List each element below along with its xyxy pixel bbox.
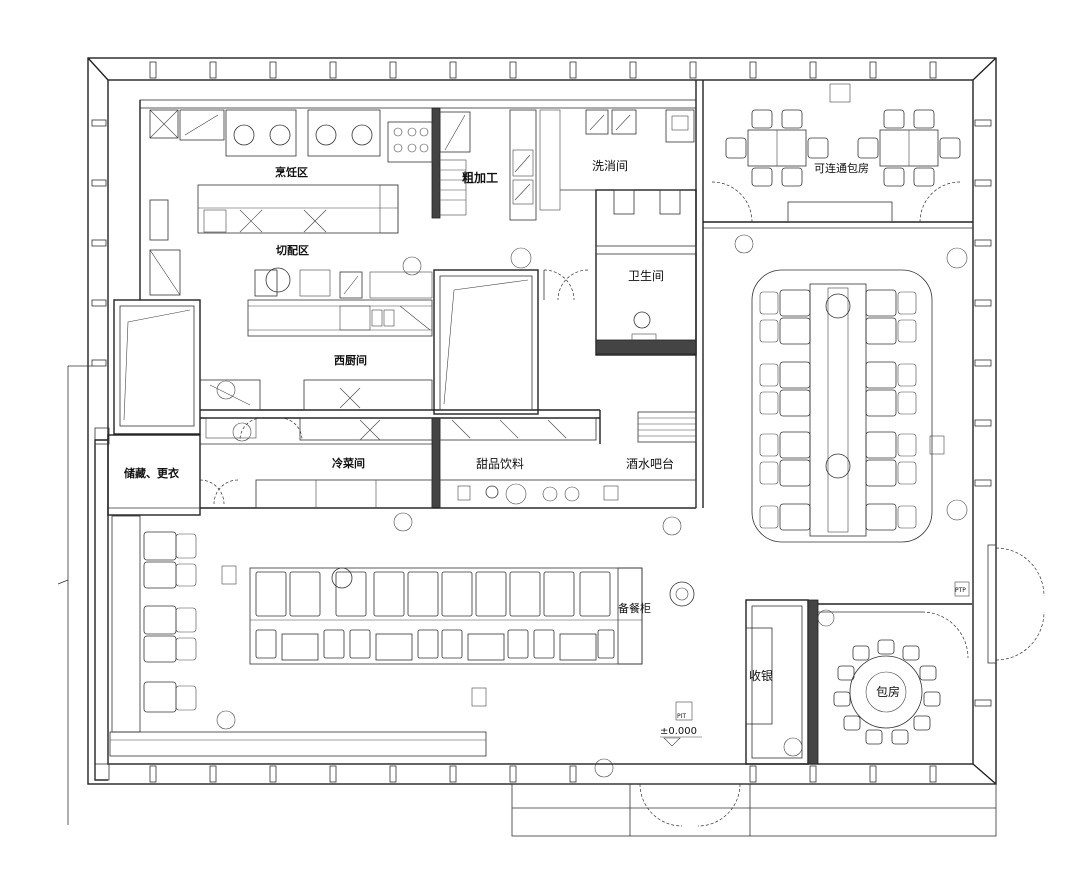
cooking-equipment	[149, 109, 433, 296]
label-storage: 储藏、更衣	[124, 466, 180, 480]
label-prep: 切配区	[276, 243, 309, 257]
label-private-room: 包房	[876, 684, 900, 699]
marks: ±0.000 PIT PTP	[660, 587, 966, 738]
label-toilet: 卫生间	[628, 269, 664, 283]
label-rough: 粗加工	[462, 170, 498, 185]
pit-mark: PIT	[677, 713, 686, 720]
outer-walls	[57, 57, 1045, 837]
rough-wash-equipment	[435, 109, 695, 221]
dining-booths	[249, 567, 643, 665]
label-bar: 酒水吧台	[626, 456, 674, 471]
label-western: 西厨间	[334, 354, 367, 367]
left-seating	[109, 515, 487, 757]
ptp-mark: PTP	[955, 587, 966, 594]
label-service: 备餐柜	[618, 601, 651, 615]
misc-fixtures	[216, 234, 968, 778]
label-cooking: 烹饪区	[275, 165, 308, 179]
cold-dessert-bar-equipment	[199, 411, 697, 509]
prep-western-equipment	[113, 267, 589, 435]
private-connect-room	[703, 83, 973, 229]
level-mark: ±0.000	[660, 726, 697, 737]
cashier-private-room	[745, 581, 972, 765]
banquet-table	[751, 269, 945, 543]
label-dessert: 甜品饮料	[476, 457, 524, 471]
label-cold: 冷菜间	[332, 456, 365, 470]
window-mullions	[91, 61, 992, 783]
kitchen-walls	[107, 80, 704, 516]
label-wash: 洗消间	[592, 159, 628, 173]
label-private-connect: 可连通包房	[814, 162, 869, 175]
room-labels: 烹饪区 粗加工 洗消间 可连通包房 切配区 卫生间 西厨间 冷菜间 甜品饮料 酒…	[124, 159, 900, 699]
label-cashier: 收银	[749, 669, 773, 683]
